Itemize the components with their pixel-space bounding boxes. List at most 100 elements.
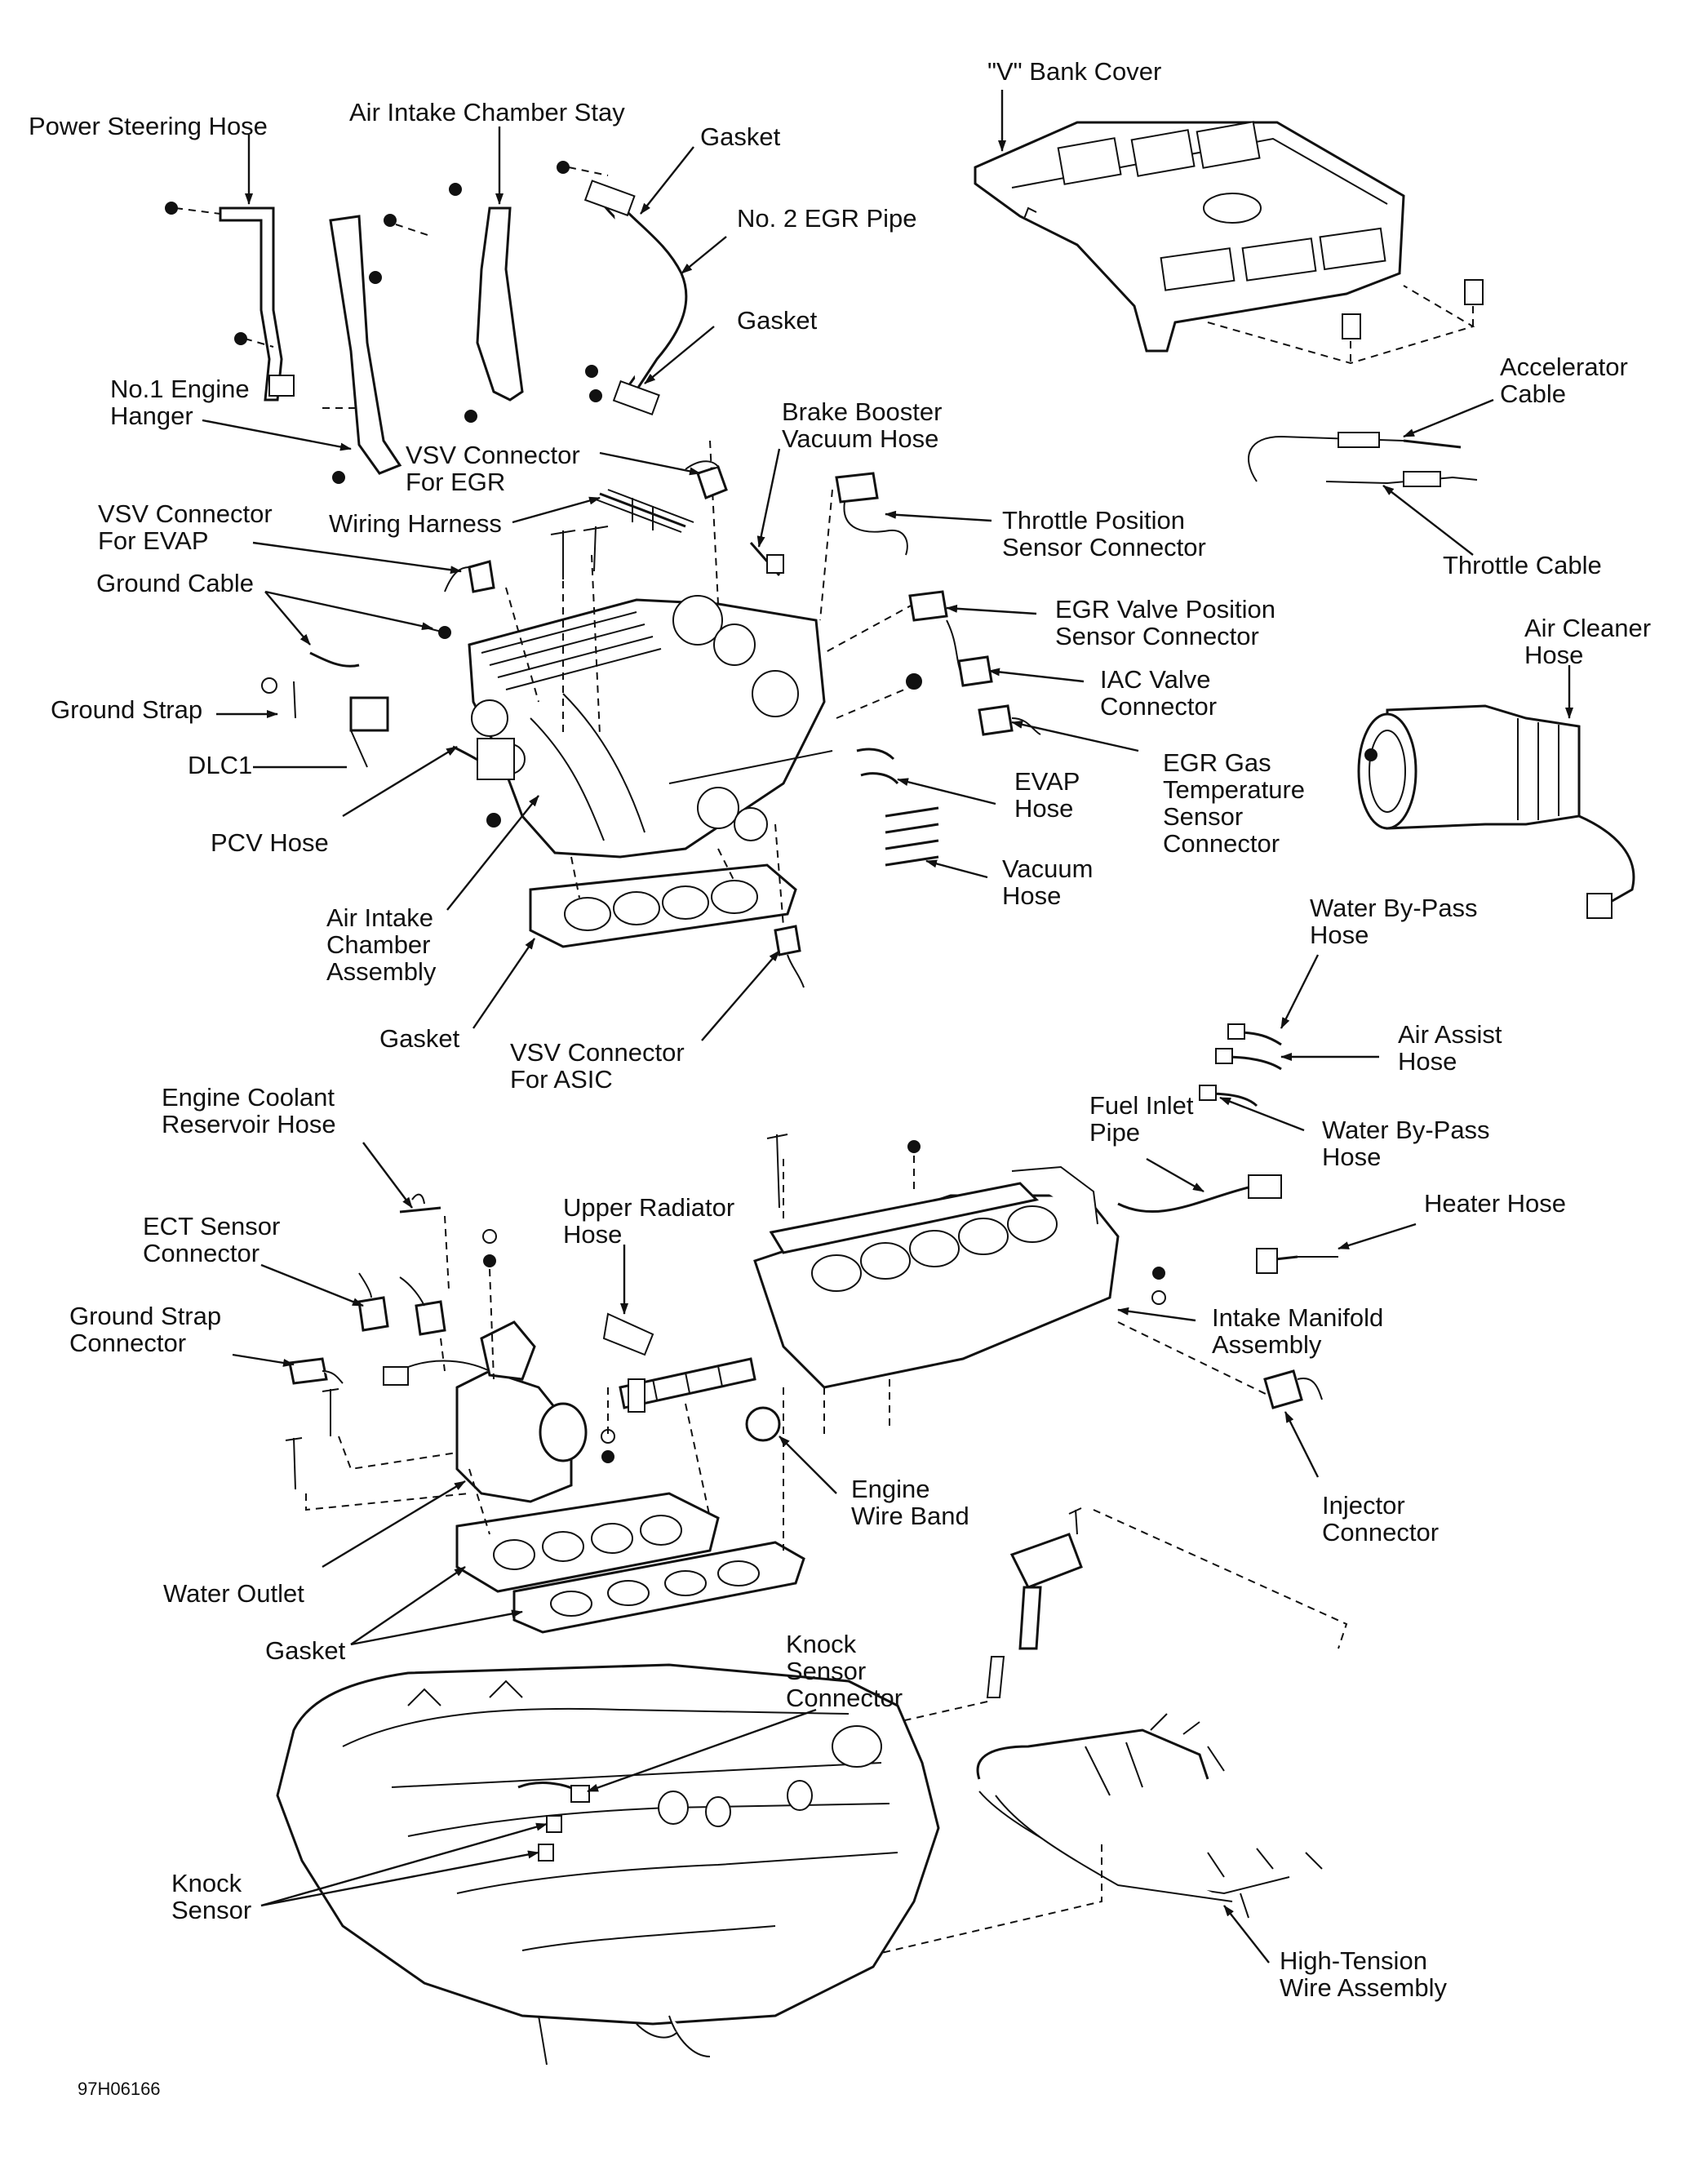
label-fuel-inlet-pipe-line1: Fuel Inlet xyxy=(1089,1091,1194,1120)
label-iac-valve-line1: IAC Valve xyxy=(1100,665,1211,694)
pcv-hose-part xyxy=(452,738,515,780)
label-water-bypass-bottom-line1: Water By-Pass xyxy=(1322,1116,1490,1144)
label-pcv-hose: PCV Hose xyxy=(211,828,329,857)
label-knock-sensor-connector-line3: Connector xyxy=(786,1684,903,1712)
label-brake-booster-line2: Vacuum Hose xyxy=(782,424,938,453)
label-air-assist-line1: Air Assist xyxy=(1398,1020,1502,1049)
label-air-assist-line2: Hose xyxy=(1398,1047,1457,1076)
label-high-tension-line1: High-Tension xyxy=(1280,1946,1427,1975)
label-v-bank-cover: "V" Bank Cover xyxy=(987,57,1161,86)
label-no2-egr-pipe: No. 2 EGR Pipe xyxy=(737,204,917,233)
heater-hose-part xyxy=(1256,1248,1338,1274)
label-egr-gas-temp-line4: Connector xyxy=(1163,829,1280,858)
label-vsv-evap-line1: VSV Connector xyxy=(98,499,273,528)
leader-lines xyxy=(202,90,1573,1964)
label-throttle-cable: Throttle Cable xyxy=(1443,551,1602,579)
label-vsv-egr-line1: VSV Connector xyxy=(406,441,580,469)
vsv-evap-connector-part xyxy=(444,560,495,593)
power-steering-bracket-part xyxy=(165,202,295,402)
engine-block-part xyxy=(276,1663,940,2066)
water-outlet-part xyxy=(383,1229,615,1503)
injector-connector-part xyxy=(1117,1321,1323,1409)
label-water-bypass-bottom-line2: Hose xyxy=(1322,1143,1381,1171)
throttle-position-connector-part xyxy=(835,472,908,556)
evap-hose-part xyxy=(856,748,899,785)
label-knock-sensor-line2: Sensor xyxy=(171,1896,251,1924)
label-air-cleaner-hose-line1: Air Cleaner xyxy=(1524,614,1651,642)
label-air-intake-chamber-line2: Chamber xyxy=(326,930,431,959)
label-throttle-position-line1: Throttle Position xyxy=(1002,506,1185,535)
label-evap-hose-line2: Hose xyxy=(1014,794,1073,823)
egr-gas-temp-connector-part xyxy=(978,704,1041,736)
label-vsv-evap-line2: For EVAP xyxy=(98,526,209,555)
label-gasket-egr-lower: Gasket xyxy=(737,306,818,335)
label-no1-engine-hanger-line2: Hanger xyxy=(110,402,193,430)
label-upper-radiator-line1: Upper Radiator xyxy=(563,1193,734,1222)
label-water-bypass-top-line2: Hose xyxy=(1310,921,1369,949)
label-no1-engine-hanger-line1: No.1 Engine xyxy=(110,375,250,403)
label-vacuum-hose-line1: Vacuum xyxy=(1002,854,1093,883)
label-knock-sensor-line1: Knock xyxy=(171,1869,242,1897)
label-upper-radiator-line2: Hose xyxy=(563,1220,622,1249)
label-air-cleaner-hose-line2: Hose xyxy=(1524,641,1583,669)
label-accelerator-cable-line1: Accelerator xyxy=(1500,353,1628,381)
water-bypass-air-assist-hoses-part xyxy=(1199,1023,1282,1107)
ground-cable-part xyxy=(309,626,451,668)
lower-bolts-part xyxy=(285,1388,470,1511)
no2-egr-pipe-part xyxy=(557,161,688,416)
label-engine-wire-band-line2: Wire Band xyxy=(851,1502,969,1530)
v-bank-cover-nuts xyxy=(1207,279,1484,365)
label-iac-valve-line2: Connector xyxy=(1100,692,1217,721)
label-intake-manifold-line1: Intake Manifold xyxy=(1212,1303,1383,1332)
label-dlc1: DLC1 xyxy=(188,751,252,779)
label-evap-hose-line1: EVAP xyxy=(1014,767,1080,796)
label-air-intake-chamber-stay: Air Intake Chamber Stay xyxy=(349,98,625,126)
label-ect-sensor-line2: Connector xyxy=(143,1239,260,1267)
air-intake-chamber-stay-part xyxy=(449,183,524,423)
engine-hanger-part xyxy=(234,214,433,484)
brake-booster-hose-part xyxy=(749,542,784,576)
air-cleaner-hose-part xyxy=(1357,704,1635,919)
label-vsv-egr-line2: For EGR xyxy=(406,468,505,496)
label-gasket-top: Gasket xyxy=(700,122,781,151)
upper-radiator-hose-part xyxy=(602,1312,756,1413)
high-tension-wire-part xyxy=(856,1713,1323,1959)
diagram-code: 97H06166 xyxy=(78,2079,161,2099)
label-engine-coolant-line2: Reservoir Hose xyxy=(162,1110,336,1138)
ect-connectors-part xyxy=(357,1272,446,1372)
label-gasket-chamber: Gasket xyxy=(379,1024,460,1053)
label-ground-strap: Ground Strap xyxy=(51,695,202,724)
label-ground-cable: Ground Cable xyxy=(96,569,254,597)
coolant-reservoir-hose-part xyxy=(399,1193,450,1290)
egr-valve-position-connector-part xyxy=(908,590,964,678)
air-intake-chamber-part xyxy=(468,440,922,859)
label-air-intake-chamber-line1: Air Intake xyxy=(326,903,433,932)
label-engine-wire-band-line1: Engine xyxy=(851,1475,930,1503)
label-heater-hose: Heater Hose xyxy=(1424,1189,1566,1218)
label-high-tension-line2: Wire Assembly xyxy=(1280,1973,1447,2002)
ignition-coil-part xyxy=(832,1507,1348,1747)
vsv-asic-connector-part xyxy=(774,823,805,988)
label-injector-connector-line1: Injector xyxy=(1322,1491,1405,1520)
label-air-intake-chamber-line3: Assembly xyxy=(326,957,437,986)
label-knock-sensor-connector-line1: Knock xyxy=(786,1630,857,1658)
label-brake-booster-line1: Brake Booster xyxy=(782,397,942,426)
label-vacuum-hose-line2: Hose xyxy=(1002,881,1061,910)
intake-manifold-part xyxy=(753,1134,1282,1436)
label-ground-strap-connector-line2: Connector xyxy=(69,1329,186,1357)
labels: "V" Bank Cover Power Steering Hose Air I… xyxy=(29,57,1651,2099)
label-water-bypass-top-line1: Water By-Pass xyxy=(1310,894,1478,922)
label-injector-connector-line2: Connector xyxy=(1322,1518,1439,1547)
ground-strap-part xyxy=(261,677,296,719)
label-egr-valve-position-line1: EGR Valve Position xyxy=(1055,595,1275,623)
label-intake-manifold-line2: Assembly xyxy=(1212,1330,1322,1359)
label-ect-sensor-line1: ECT Sensor xyxy=(143,1212,280,1240)
label-egr-gas-temp-line2: Temperature xyxy=(1163,775,1305,804)
ground-strap-connector-part xyxy=(288,1357,344,1385)
wiring-harness-part xyxy=(595,489,694,533)
chamber-gasket-part xyxy=(529,848,797,948)
vacuum-hoses-part xyxy=(885,806,939,867)
label-power-steering-hose: Power Steering Hose xyxy=(29,112,268,140)
label-egr-gas-temp-line1: EGR Gas xyxy=(1163,748,1271,777)
